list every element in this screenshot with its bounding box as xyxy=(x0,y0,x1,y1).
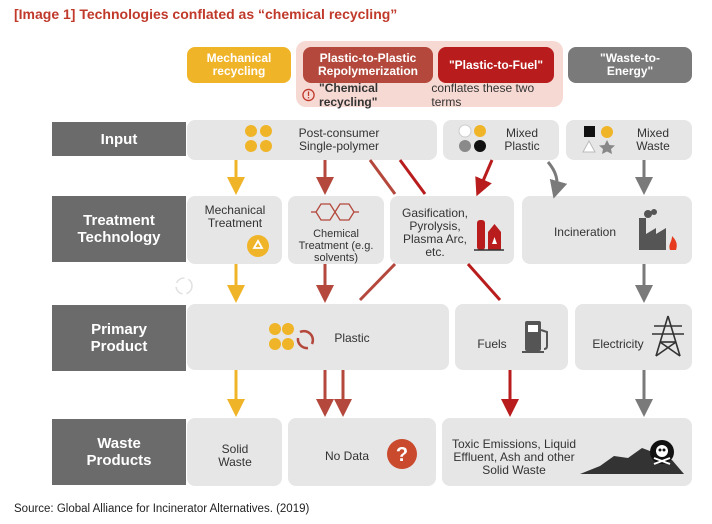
single-polymer-icon xyxy=(245,125,272,152)
input-mixed-waste-label: Mixed Waste xyxy=(636,126,670,153)
waste-solid-label: Solid Waste xyxy=(218,442,252,469)
header-plastic-to-fuel: "Plastic-to-Fuel" xyxy=(438,47,554,83)
row-label-primary: Primary Product xyxy=(52,305,186,371)
header-plastic-to-plastic: Plastic-to-Plastic Repolymerization xyxy=(303,47,433,83)
chemical-treatment-label: Chemical Treatment (e.g. solvents) xyxy=(298,228,374,264)
molecule-icon xyxy=(311,203,359,221)
header-p2f-label: "Plastic-to-Fuel" xyxy=(448,57,544,72)
skull-icon xyxy=(580,440,684,474)
gasification-label: Gasification, Pyrolysis, Plasma Arc, etc… xyxy=(401,206,469,259)
input-mixed-plastic-label: Mixed Plastic xyxy=(504,126,540,153)
arrow-input-to-gasification-a xyxy=(368,159,397,195)
header-w2e-label: "Waste-to-Energy" xyxy=(600,51,660,78)
page-title: [Image 1] Technologies conflated as “che… xyxy=(14,6,398,22)
cell-fuels xyxy=(455,304,568,370)
cell-input-single-polymer xyxy=(187,120,437,160)
primary-electricity-label: Electricity xyxy=(592,337,644,351)
fuel-pump-icon xyxy=(522,321,548,353)
arrow-mixedplastic-to-incineration xyxy=(546,161,568,199)
arrow-mixedplastic-to-gasification xyxy=(475,159,494,197)
cell-plastic xyxy=(187,304,449,370)
refinery-icon xyxy=(474,220,504,251)
row-label-input: Input xyxy=(52,122,186,156)
mixed-plastic-icon xyxy=(458,124,486,152)
input-post-consumer-label: Post-consumer Single-polymer xyxy=(298,126,380,153)
header-mechanical-label: Mechanical recycling xyxy=(206,51,272,78)
factory-icon xyxy=(639,209,677,250)
note-rest: conflates these two terms xyxy=(431,81,535,109)
source-citation: Source: Global Alliance for Incinerator … xyxy=(14,503,310,515)
cell-chemical-treatment xyxy=(288,196,384,264)
svg-text:?: ? xyxy=(396,444,408,466)
cell-electricity xyxy=(575,304,692,370)
primary-plastic-label: Plastic xyxy=(334,331,370,345)
header-p2p-label: Plastic-to-Plastic Repolymerization xyxy=(317,51,419,78)
mixed-waste-icon xyxy=(582,126,615,154)
plastic-cycle-icon xyxy=(269,323,315,350)
arrow-input-to-gasification-b xyxy=(398,159,427,195)
recycle-icon xyxy=(247,235,269,257)
cell-solid-waste xyxy=(187,418,282,486)
header-waste-to-energy: "Waste-to-Energy" xyxy=(568,47,692,83)
primary-fuels-label: Fuels xyxy=(477,337,507,351)
note-bold: "Chemical recycling" xyxy=(319,81,379,109)
row-label-waste: Waste Products xyxy=(52,419,186,485)
arrow-gasification-to-plastic xyxy=(358,262,397,302)
incineration-label: Incineration xyxy=(553,225,617,239)
mechanical-treatment-label: Mechanical Treatment xyxy=(204,203,266,230)
conflation-note: "Chemical recycling" conflates these two… xyxy=(296,81,558,109)
arrow-gasification-to-fuels xyxy=(466,263,502,301)
alert-icon xyxy=(302,88,315,102)
power-tower-icon xyxy=(652,315,684,357)
header-mechanical-recycling: Mechanical recycling xyxy=(187,47,291,83)
waste-toxic-label: Toxic Emissions, Liquid Effluent, Ash an… xyxy=(451,437,577,477)
waste-nodata-label: No Data xyxy=(324,449,370,463)
row-label-treatment: Treatment Technology xyxy=(52,196,186,262)
faint-recycle-icon xyxy=(175,277,193,295)
question-icon: ? xyxy=(387,439,417,469)
